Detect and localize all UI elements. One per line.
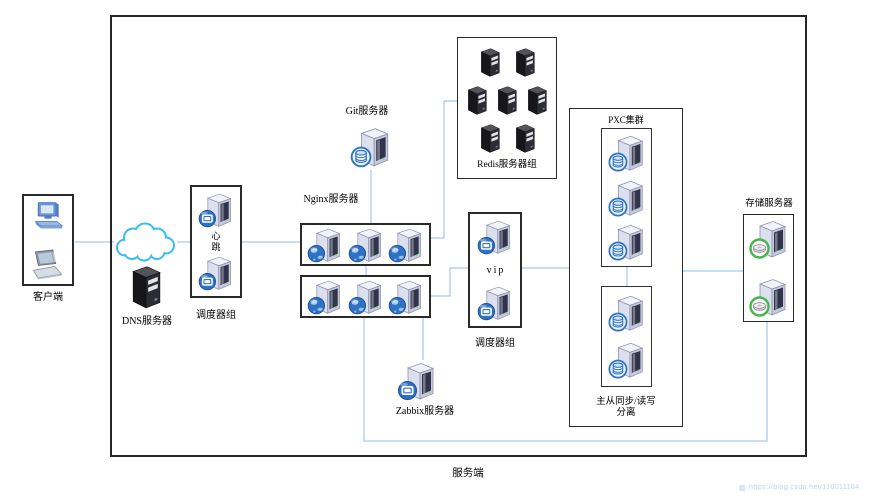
redis-server-icon	[494, 84, 520, 116]
storage-server-box	[743, 214, 794, 322]
pxc-cluster-box: PXC集群	[569, 108, 683, 427]
pxc-master-box	[601, 128, 652, 267]
pxc-db-server-icon	[606, 292, 648, 334]
dns-server-icon	[126, 263, 166, 310]
redis-server-icon	[464, 84, 490, 116]
zabbix-server-label: Zabbix服务器	[395, 406, 455, 417]
watermark-square	[739, 484, 745, 491]
storage-server-icon	[747, 275, 791, 319]
heartbeat-label: 心 跳	[211, 230, 221, 252]
zabbix-server-icon	[394, 359, 440, 403]
watermark: https://blog.csdn.net/110011104	[739, 484, 859, 491]
redis-server-icon	[512, 46, 538, 78]
vip-server-icon	[475, 217, 515, 257]
nginx-server-icon	[305, 225, 345, 265]
vip-label: vip	[486, 264, 506, 276]
nginx-server-icon	[386, 277, 426, 317]
scheduler-server-icon	[196, 253, 236, 293]
pxc-cluster-label: PXC集群	[608, 115, 644, 125]
client-group-box	[22, 194, 74, 286]
redis-server-row	[477, 46, 538, 78]
redis-server-icon	[512, 122, 538, 154]
nginx-server-icon	[346, 225, 386, 265]
nginx-server-icon	[386, 225, 426, 265]
redis-server-icon	[477, 122, 503, 154]
storage-server-icon	[747, 217, 791, 261]
redis-server-icon	[524, 84, 550, 116]
redis-server-icon	[477, 46, 503, 78]
nginx-server-box-1	[300, 223, 431, 266]
storage-server-label: 存储服务器	[745, 199, 793, 209]
nginx-server-box-2	[300, 275, 431, 318]
redis-server-row	[477, 122, 538, 154]
vip-scheduler-group-label: 调度器组	[475, 338, 515, 349]
server-side-label: 服务端	[452, 468, 484, 479]
scheduler-group-label: 调度器组	[196, 310, 236, 321]
network-cloud-icon	[112, 220, 178, 263]
vip-scheduler-box: vip	[468, 212, 522, 328]
desktop-computer-icon	[28, 200, 68, 232]
pxc-db-server-icon	[606, 177, 648, 219]
git-server-icon	[348, 124, 394, 170]
scheduler-group-box: 心 跳	[190, 185, 242, 298]
pxc-db-server-icon	[606, 221, 648, 263]
pxc-slave-box	[601, 286, 652, 387]
redis-server-row	[464, 84, 550, 116]
git-server-label: Git服务器	[345, 106, 389, 117]
nginx-server-icon	[305, 277, 345, 317]
client-label: 客户端	[33, 292, 63, 303]
laptop-icon	[28, 249, 68, 280]
redis-group-box: Redis服务器组	[457, 37, 557, 179]
vip-server-icon	[475, 283, 515, 323]
pxc-db-server-icon	[606, 339, 648, 381]
dns-server-label: DNS服务器	[121, 316, 172, 327]
pxc-sync-note: 主从同步/读写 分离	[596, 397, 656, 418]
watermark-text: https://blog.csdn.net/110011104	[749, 484, 860, 491]
nginx-server-icon	[346, 277, 386, 317]
server-side-boundary-box	[110, 15, 807, 457]
scheduler-server-icon	[196, 190, 236, 230]
nginx-server-label: Nginx服务器	[303, 194, 359, 205]
redis-group-label: Redis服务器组	[477, 160, 537, 170]
pxc-db-server-icon	[606, 132, 648, 174]
